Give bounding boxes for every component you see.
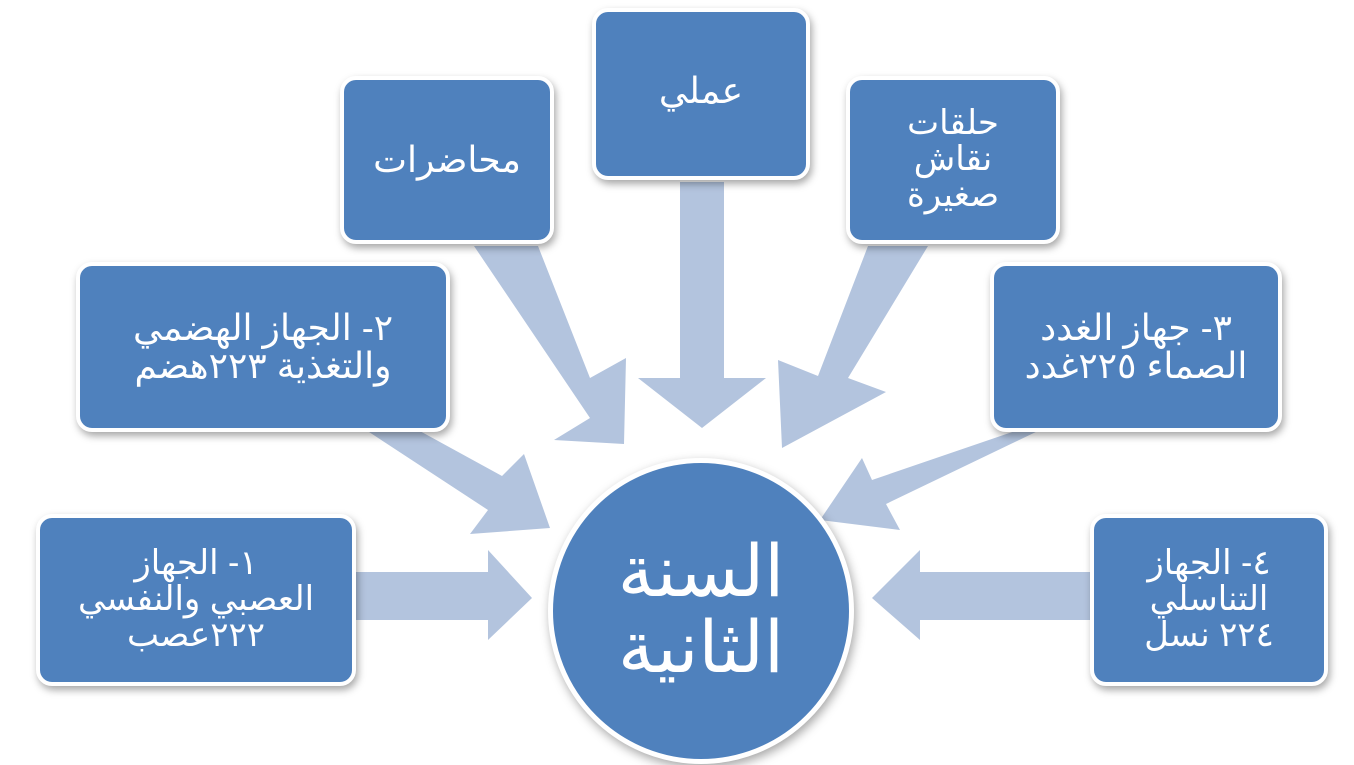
node-nervous-label: ١- الجهاز العصبي والنفسي ٢٢٢عصب xyxy=(77,544,315,654)
node-nervous: ١- الجهاز العصبي والنفسي ٢٢٢عصب xyxy=(36,514,356,686)
center-label: السنة الثانية xyxy=(617,532,785,688)
node-reproductive: ٤- الجهاز التناسلي ٢٢٤ نسل xyxy=(1090,514,1328,686)
arrow-practical xyxy=(638,182,766,428)
arrow-lectures xyxy=(474,246,626,444)
arrow-small-groups xyxy=(778,246,928,448)
arrow-reproductive xyxy=(872,550,1092,640)
node-small-groups: حلقات نقاش صغيرة xyxy=(846,76,1060,244)
center-circle: السنة الثانية xyxy=(548,458,854,764)
node-practical: عملي xyxy=(592,8,810,180)
node-lectures-label: محاضرات xyxy=(373,139,521,181)
node-digestive: ٢- الجهاز الهضمي والتغذية ٢٢٣هضم xyxy=(76,262,450,432)
arrow-nervous xyxy=(356,550,532,640)
node-digestive-label: ٢- الجهاز الهضمي والتغذية ٢٢٣هضم xyxy=(132,307,394,386)
node-practical-label: عملي xyxy=(658,70,744,111)
node-reproductive-label: ٤- الجهاز التناسلي ٢٢٤ نسل xyxy=(1144,544,1274,654)
arrow-digestive xyxy=(366,430,550,534)
arrow-endocrine xyxy=(820,430,1040,530)
node-endocrine: ٣- جهاز الغدد الصماء ٢٢٥غدد xyxy=(990,262,1282,432)
node-lectures: محاضرات xyxy=(340,76,554,244)
node-small-groups-label: حلقات نقاش صغيرة xyxy=(906,104,1000,214)
node-endocrine-label: ٣- جهاز الغدد الصماء ٢٢٥غدد xyxy=(1024,307,1248,386)
